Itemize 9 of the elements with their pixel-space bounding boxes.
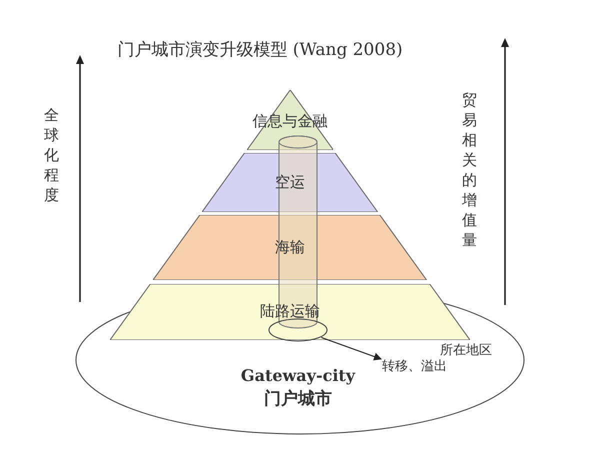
note-label: 转移、溢出 xyxy=(382,358,447,375)
city-name: 门户城市 xyxy=(263,388,333,410)
layer-label: 信息与金融 xyxy=(251,112,328,131)
city-label: Gateway-city xyxy=(240,366,356,385)
region-label: 所在地区 xyxy=(440,342,492,359)
arrow xyxy=(320,337,382,360)
axis-label: 贸易相关的增值量 xyxy=(462,90,478,250)
axis-label: 全球化程度 xyxy=(44,105,60,205)
title: 门户城市演变升级模型 (Wang 2008) xyxy=(116,39,404,61)
